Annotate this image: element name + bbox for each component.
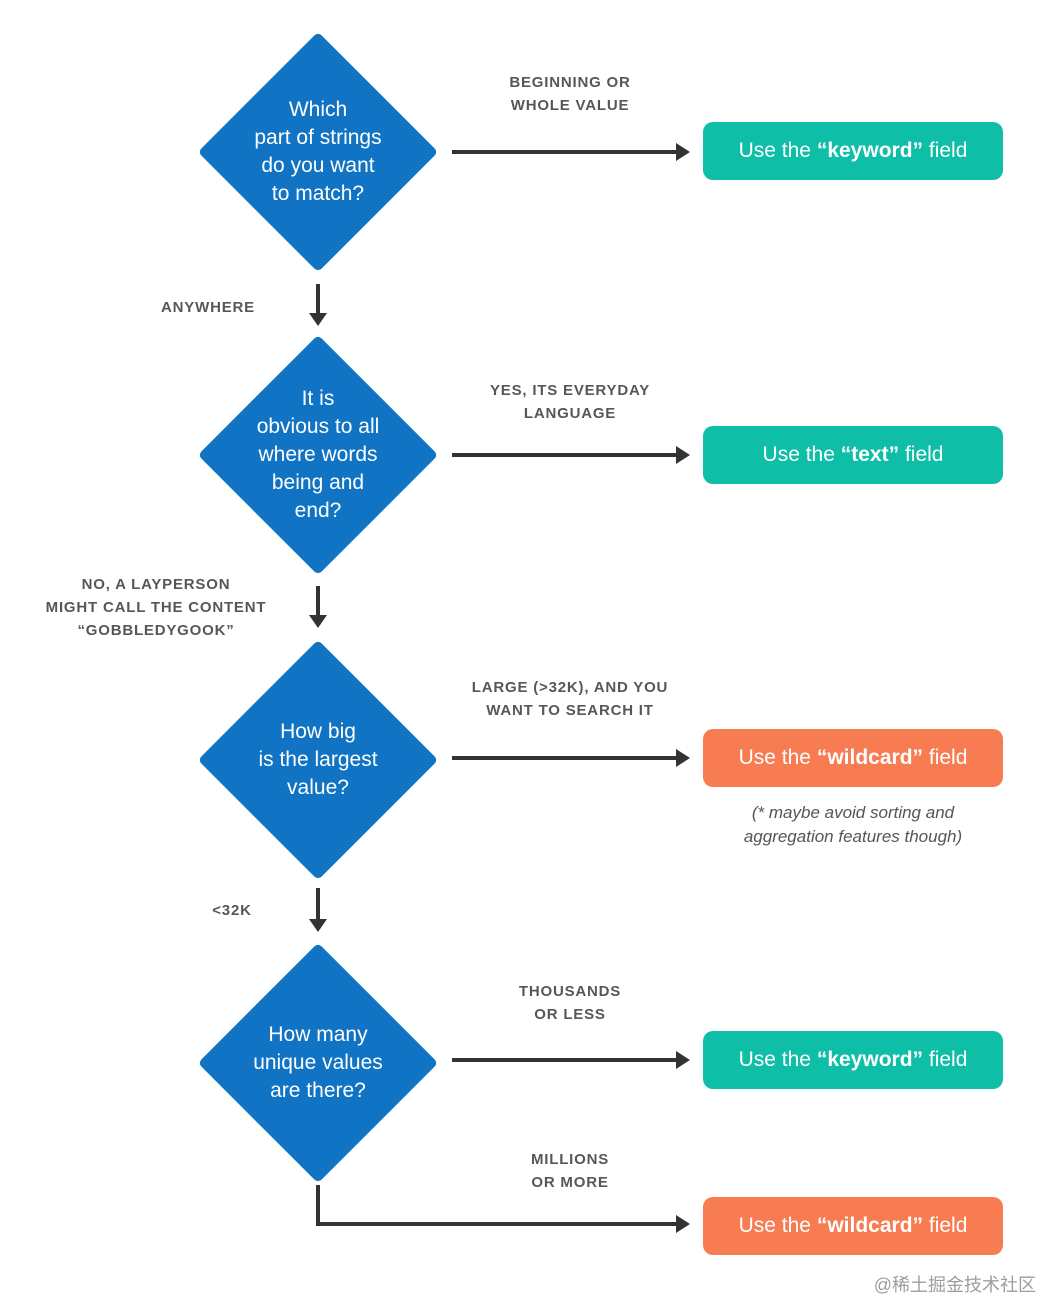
- arrow-howbig-to-wildcard: [452, 749, 690, 767]
- result-text-prefix: Use the: [738, 1214, 817, 1237]
- watermark: @稀土掘金技术社区: [873, 1275, 1036, 1295]
- arrow-match-to-obvious: [309, 284, 327, 326]
- result-text-term: “wildcard”: [816, 746, 924, 769]
- result-box-keyword-bottom: Use the “keyword” field: [703, 1031, 1003, 1089]
- result-text-prefix: Use the: [762, 443, 841, 466]
- result-text-term: “keyword”: [816, 1048, 924, 1071]
- result-text-term: “text”: [840, 443, 900, 466]
- edge-label-no-layperson: NO, A LAYPERSON MIGHT CALL THE CONTENT “…: [45, 576, 267, 639]
- arrow-obvious-to-howbig: [309, 586, 327, 628]
- decision-label-word-boundaries: It is obvious to all where words being a…: [256, 387, 380, 522]
- edge-label-anywhere: ANYWHERE: [161, 299, 255, 316]
- edge-label-thousands: THOUSANDS OR LESS: [518, 983, 622, 1023]
- result-box-wildcard-mid: Use the “wildcard” field: [703, 729, 1003, 787]
- result-text-suffix: field: [899, 443, 944, 466]
- result-text-prefix: Use the: [738, 139, 817, 162]
- decision-label-largest-value: How big is the largest value?: [258, 720, 378, 799]
- result-box-text: Use the “text” field: [703, 426, 1003, 484]
- arrow-howmany-to-keyword: [452, 1051, 690, 1069]
- arrow-howbig-to-howmany: [309, 888, 327, 932]
- result-text-suffix: field: [923, 139, 968, 162]
- result-box-keyword-top: Use the “keyword” field: [703, 122, 1003, 180]
- edge-label-large-32k: LARGE (>32K), AND YOU WANT TO SEARCH IT: [471, 679, 669, 719]
- result-text-suffix: field: [923, 746, 968, 769]
- result-text-suffix: field: [923, 1048, 968, 1071]
- result-text-term: “keyword”: [816, 139, 924, 162]
- edge-label-beginning-or-whole: BEGINNING OR WHOLE VALUE: [509, 74, 631, 114]
- decision-label-match-part: Which part of strings do you want to mat…: [254, 98, 382, 205]
- result-box-wildcard-bottom: Use the “wildcard” field: [703, 1197, 1003, 1255]
- edge-label-less-32k: <32K: [212, 902, 252, 919]
- wildcard-footnote: (* maybe avoid sorting and aggregation f…: [743, 803, 963, 846]
- arrow-howmany-to-wildcard: [316, 1215, 690, 1233]
- result-text-prefix: Use the: [738, 1048, 817, 1071]
- decision-label-unique-values: How many unique values are there?: [253, 1023, 383, 1102]
- edge-label-yes-everyday: YES, ITS EVERYDAY LANGUAGE: [489, 382, 651, 422]
- result-text-term: “wildcard”: [816, 1214, 924, 1237]
- arrow-match-to-keyword: [452, 143, 690, 161]
- result-text-suffix: field: [923, 1214, 968, 1237]
- result-text-prefix: Use the: [738, 746, 817, 769]
- edge-label-millions: MILLIONS OR MORE: [530, 1151, 610, 1191]
- arrow-obvious-to-text: [452, 446, 690, 464]
- arrow-howmany-elbow-vertical: [316, 1185, 320, 1226]
